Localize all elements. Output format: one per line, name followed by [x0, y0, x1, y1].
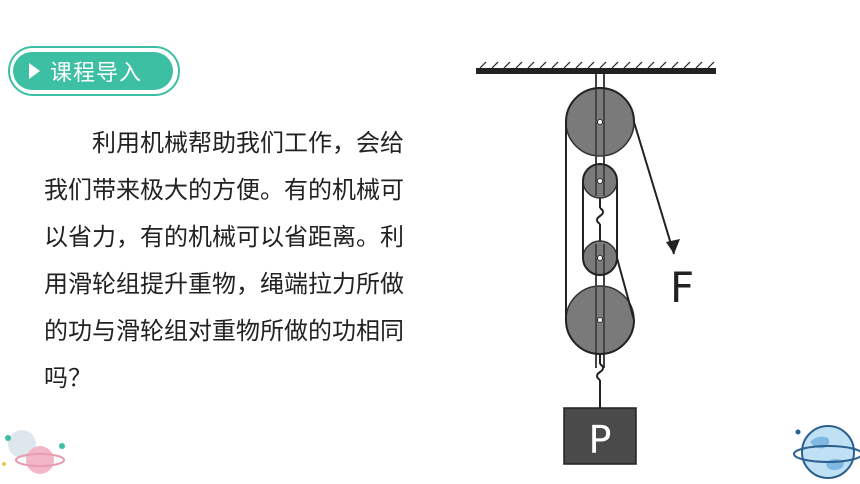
force-arrow	[666, 239, 680, 254]
badge-outline	[8, 46, 180, 96]
planet-decoration-right	[793, 425, 860, 479]
section-badge: 课程导入	[8, 46, 184, 98]
ropes	[565, 87, 675, 355]
ceiling	[476, 61, 716, 74]
hooks	[596, 198, 604, 408]
load-block	[563, 407, 637, 465]
planet-decoration-left	[2, 430, 65, 474]
pulley-system-diagram: F P	[476, 61, 716, 465]
play-triangle-icon	[29, 63, 40, 79]
axle-frames	[595, 74, 605, 368]
badge-fill: 课程导入	[13, 52, 173, 90]
lesson-paragraph: 利用机械帮助我们工作，会给我们带来极大的方便。有的机械可以省力，有的机械可以省距…	[44, 129, 404, 392]
load-label: P	[589, 418, 612, 462]
badge-label: 课程导入	[50, 61, 143, 86]
force-label: F	[670, 263, 694, 312]
